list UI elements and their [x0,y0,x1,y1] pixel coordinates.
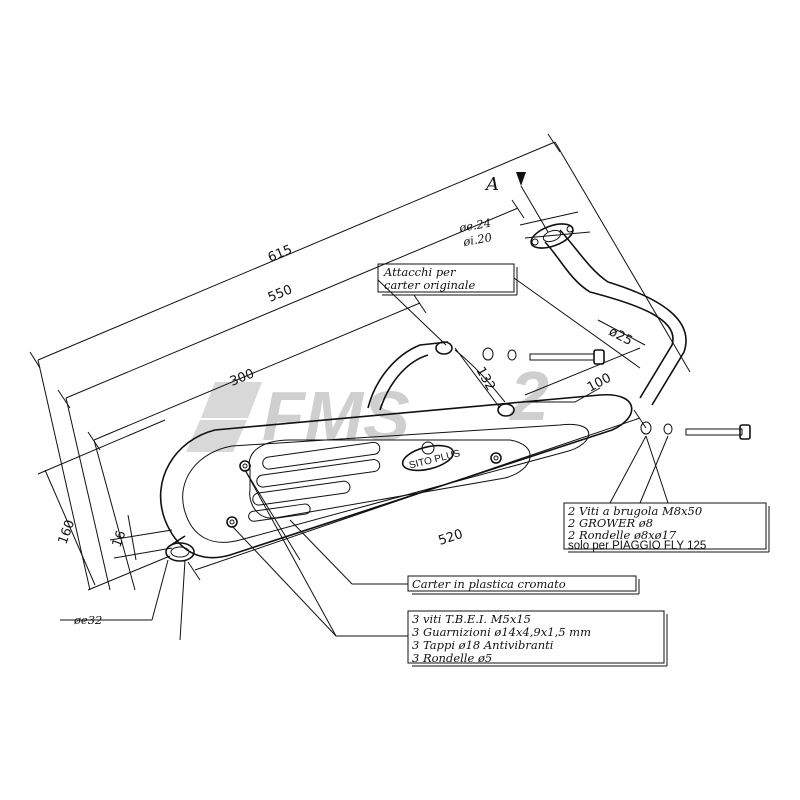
view-label: A [484,174,499,195]
bolt-set-upper [482,347,605,365]
fixing-kit-line4: 3 Rondelle ø5 [412,651,492,665]
dim-160: 160 [56,518,79,546]
dim-inlet-outer: øe.24 [457,216,492,236]
callout-cover-text: Carter in plastica cromato [412,577,566,591]
dim-520: 520 [437,527,465,549]
dim-inlet-inner: øi.20 [461,230,493,249]
fixing-kit-line3: 3 Tappi ø18 Antivibranti [412,638,554,652]
header-pipe [530,223,687,406]
watermark: FMS 2 [186,357,549,455]
fixing-kit-line2: 3 Guarnizioni ø14x4,9x1,5 mm [412,625,591,639]
callout-fixing-kit: 3 viti T.B.E.I. M5x15 3 Guarnizioni ø14x… [231,469,668,667]
fixing-kit-line1: 3 viti T.B.E.I. M5x15 [412,612,531,626]
watermark-text: FMS [262,377,410,455]
callout-brackets: Attacchi per carter originale [377,263,641,369]
screws-kit-note: solo per PIAGGIO FLY 125 [568,540,706,552]
screws-kit-line3: 2 Rondelle ø8xø17 [567,528,677,542]
screws-kit-line1: 2 Viti a brugola M8x50 [567,504,702,518]
callout-screws-kit: 2 Viti a brugola M8x50 2 GROWER ø8 2 Ron… [563,435,770,553]
bracket-arm [367,341,601,417]
dim-pipe-diameter: ø25 [606,324,635,349]
callout-cover: Carter in plastica cromato [289,519,640,595]
screws-kit-line2: 2 GROWER ø8 [567,516,653,530]
dim-16: 16 [110,529,130,550]
dim-615: 615 [266,243,295,266]
dim-100: 100 [585,371,614,396]
dim-outlet-outer: øe32 [73,613,102,627]
callout-brackets-line1: Attacchi per [383,265,457,279]
callout-brackets-line2: carter originale [384,278,475,292]
dim-550: 550 [266,283,295,306]
bolt-set-lower [640,421,751,440]
watermark-digit: 2 [508,357,549,435]
